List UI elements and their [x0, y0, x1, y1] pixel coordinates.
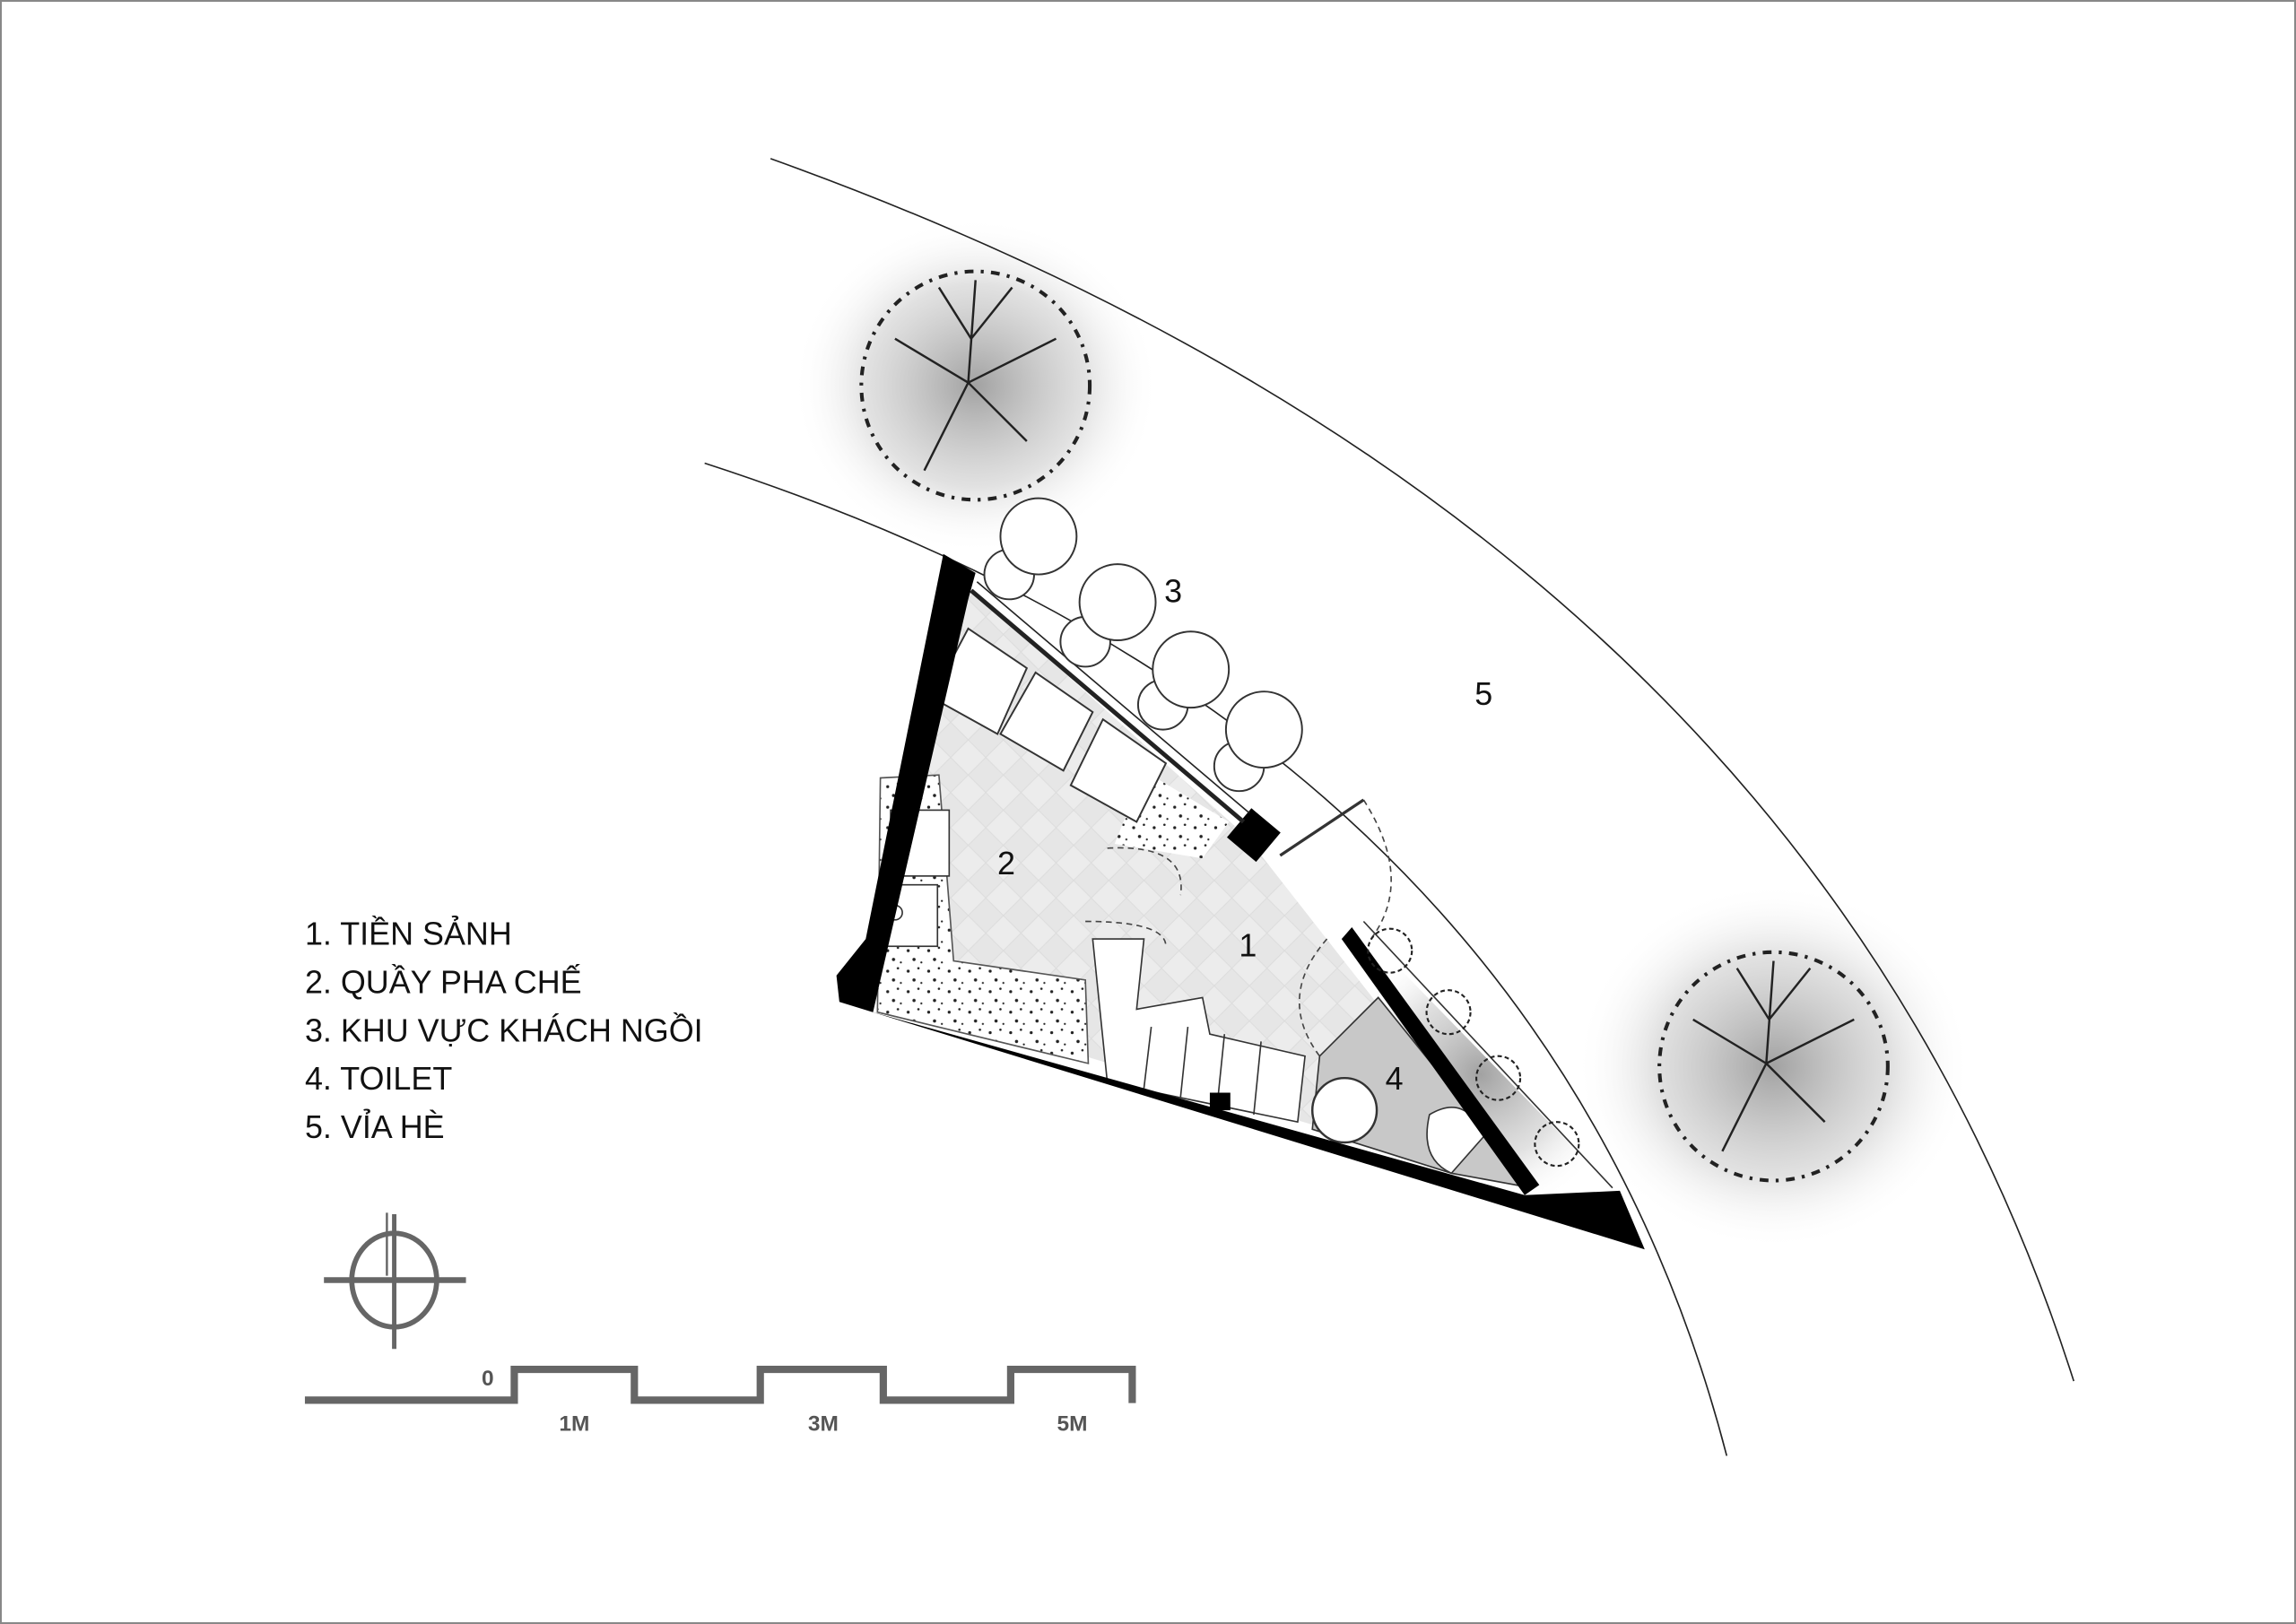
glass-facade	[970, 588, 1246, 824]
legend-item: 2. QUẦY PHA CHẾ	[305, 964, 582, 1001]
entrance-door-swing	[1362, 799, 1392, 940]
scale-bar: 0 1M 3M 5M	[304, 1366, 1136, 1437]
scale-label: 3M	[808, 1412, 839, 1437]
sidewalk-outer-edge	[770, 158, 2074, 1382]
legend: 1. TIỀN SẢNH 2. QUẦY PHA CHẾ 3. KHU VỰC …	[305, 916, 703, 1146]
tree-icon	[1657, 950, 1890, 1183]
room-label-1: 1	[1239, 927, 1257, 964]
staircase	[1091, 938, 1306, 1124]
toilet-bowl	[1426, 1107, 1485, 1175]
legend-item: 1. TIỀN SẢNH	[305, 916, 512, 952]
north-arrow-icon	[324, 1212, 466, 1350]
legend-item: 3. KHU VỰC KHÁCH NGỒI	[305, 1012, 703, 1048]
legend-item: 4. TOILET	[305, 1060, 452, 1097]
scale-label: 5M	[1057, 1412, 1087, 1437]
room-label-4: 4	[1386, 1060, 1404, 1097]
toilet-door-swing	[1298, 938, 1328, 1057]
washbasin	[1311, 1076, 1378, 1144]
legend-item: 5. VỈA HÈ	[305, 1108, 445, 1145]
tree-shadow	[1576, 883, 1971, 1250]
room-label-3: 3	[1164, 573, 1182, 610]
room-label-2: 2	[997, 845, 1015, 881]
tree-shadow	[792, 217, 1159, 554]
planter-shadow	[1334, 931, 1628, 1218]
scale-label: 1M	[559, 1412, 589, 1437]
room-label-5: 5	[1474, 675, 1492, 712]
bench-seats	[930, 627, 1168, 823]
glass-facade-line	[976, 581, 1250, 814]
scale-zero-label: 0	[482, 1367, 494, 1391]
entrance-door	[1279, 798, 1365, 857]
sidewalk-inner-edge	[704, 462, 1728, 1456]
door-swing	[1085, 920, 1167, 947]
tree-icon	[859, 269, 1092, 502]
guest-stools	[983, 497, 1303, 793]
